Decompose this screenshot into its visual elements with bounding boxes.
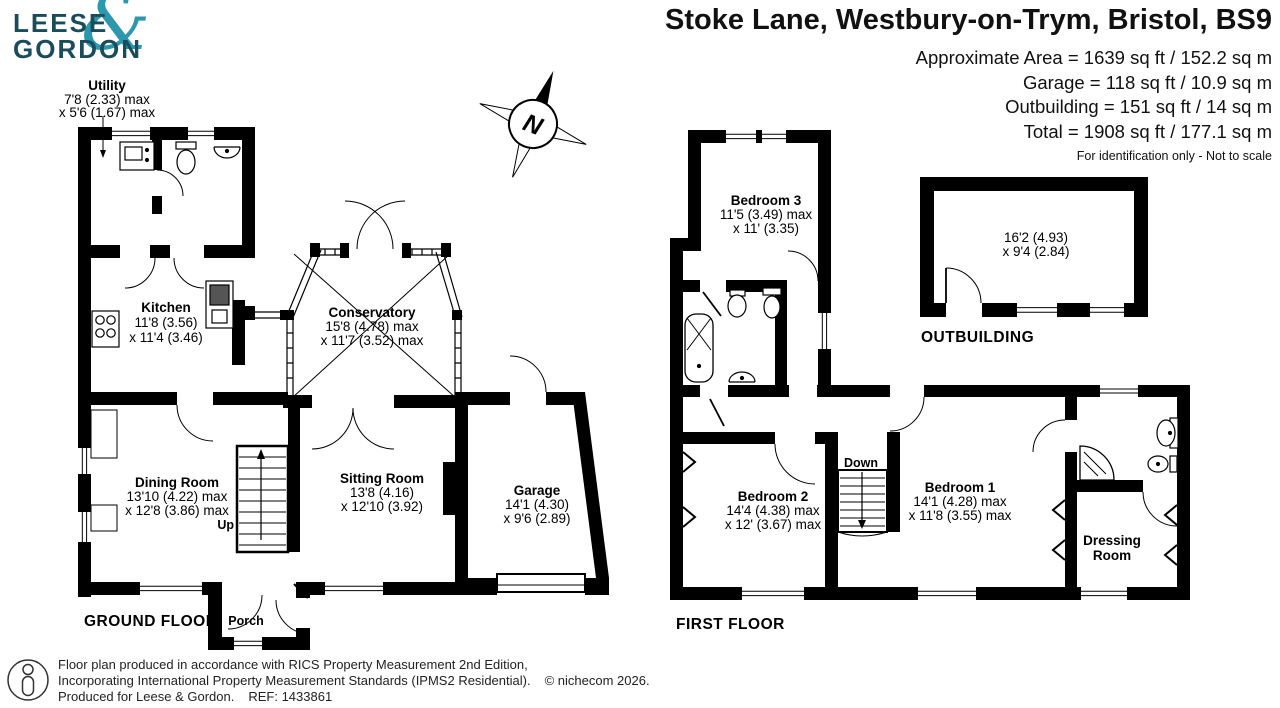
garage-area-line: Garage = 118 sq ft / 10.9 sq m — [1022, 71, 1272, 93]
wc-toilet — [175, 141, 197, 175]
footer: Floor plan produced in accordance with R… — [6, 657, 650, 705]
dining-dim2: x 12'8 (3.86) max — [125, 503, 229, 518]
bedroom2-dim2: x 12' (3.67) max — [725, 517, 822, 532]
first-floor-stairs — [837, 469, 888, 537]
conservatory-frame-posts — [243, 243, 462, 320]
bedroom1-dim1: 14'1 (4.28) max — [913, 494, 1007, 509]
logo-line1: LEESE — [13, 8, 109, 38]
first-floor-label: FIRST FLOOR — [676, 616, 785, 633]
ground-stairs-up-arrow — [257, 449, 265, 459]
bathroom-bidet — [727, 289, 747, 318]
wc-basin — [213, 146, 241, 159]
footer-line3: Produced for Leese & Gordon. REF: 1433861 — [58, 689, 650, 705]
room-labels: Utility 7'8 (2.33) max x 5'6 (1.67) max … — [59, 78, 1141, 633]
ground-floor-label: GROUND FLOOR — [84, 613, 217, 630]
porch-name: Porch — [228, 614, 263, 628]
dressing-name1: Dressing — [1083, 533, 1141, 548]
logo-line2: GORDON — [13, 34, 142, 64]
bathroom-bath — [684, 313, 714, 383]
first-floor-details — [682, 133, 1178, 597]
bedroom2-dim1: 14'4 (4.38) max — [726, 503, 820, 518]
logo-ampersand-glyph: & — [81, 0, 151, 68]
kitchen-dim1: 11'8 (3.56) — [134, 315, 197, 330]
utility-dim2: x 5'6 (1.67) max — [59, 105, 156, 120]
agency-logo: & LEESE GORDON — [13, 0, 183, 80]
bedroom3-name: Bedroom 3 — [731, 193, 802, 208]
utility-name: Utility — [88, 78, 126, 93]
sitting-dim2: x 12'10 (3.92) — [341, 499, 423, 514]
scale-disclaimer: For identification only - Not to scale — [1076, 149, 1272, 163]
stairs-up-label: Up — [217, 518, 234, 532]
total-area-line: Total = 1908 sq ft / 177.1 sq m — [1023, 120, 1272, 142]
dining-dim1: 13'10 (4.22) max — [127, 489, 228, 504]
footer-ref: REF: 1433861 — [248, 689, 333, 704]
garage-dim1: 14'1 (4.30) — [505, 497, 569, 512]
kitchen-dim2: x 11'4 (3.46) — [129, 330, 203, 345]
garage-dim2: x 9'6 (2.89) — [503, 511, 570, 526]
kitchen-name: Kitchen — [141, 300, 191, 315]
utility-dim1: 7'8 (2.33) max — [64, 92, 150, 107]
footer-copyright: © nichecom 2026. — [544, 673, 650, 688]
ground-stairs — [235, 444, 290, 554]
bedroom2-name: Bedroom 2 — [738, 489, 809, 504]
outbuilding-plan — [920, 177, 1148, 317]
outbuilding-dim1: 16'2 (4.93) — [1004, 230, 1068, 245]
first-floor-plan — [670, 130, 1190, 600]
bathroom-sink — [728, 371, 756, 383]
footer-line1: Floor plan produced in accordance with R… — [58, 657, 528, 672]
compass-rose: N — [479, 70, 587, 178]
first-stairs-down-arrow — [858, 520, 866, 529]
kitchen-hob — [91, 310, 120, 348]
utility-leader-arrow — [100, 150, 106, 158]
dining-name: Dining Room — [135, 475, 219, 490]
approximate-area-line: Approximate Area = 1639 sq ft / 152.2 sq… — [915, 47, 1272, 68]
footer-line2-text: Incorporating International Property Mea… — [58, 673, 531, 688]
ground-floor-details — [81, 116, 586, 647]
page-title: Stoke Lane, Westbury-on-Trym, Bristol, B… — [665, 4, 1272, 36]
sitting-dim1: 13'8 (4.16) — [350, 485, 414, 500]
footer-text: Floor plan produced in accordance with R… — [58, 657, 650, 705]
bedroom1-dim2: x 11'8 (3.55) max — [909, 508, 1012, 523]
outbuilding-details — [945, 267, 1124, 313]
stairs-down-label: Down — [844, 456, 878, 470]
outbuilding-dim2: x 9'4 (2.84) — [1002, 244, 1069, 259]
kitchen-sink-unit — [205, 280, 234, 329]
ensuite-shower — [1079, 445, 1115, 481]
bedroom3-dim2: x 11' (3.35) — [733, 221, 799, 236]
dressing-name2: Room — [1093, 548, 1131, 563]
sitting-name: Sitting Room — [340, 471, 424, 486]
ensuite-toilet — [1147, 455, 1178, 473]
ground-floor-plan — [78, 127, 609, 650]
bedroom1-name: Bedroom 1 — [925, 480, 996, 495]
garage-name: Garage — [514, 483, 561, 498]
conservatory-dim1: 15'8 (4.78) max — [325, 319, 419, 334]
ensuite-sink — [1156, 417, 1179, 449]
outbuilding-label: OUTBUILDING — [921, 329, 1034, 346]
footer-line3-text: Produced for Leese & Gordon. — [58, 689, 235, 704]
footer-line2: Incorporating International Property Mea… — [58, 673, 650, 689]
bedroom3-dim1: 11'5 (3.49) max — [720, 207, 813, 222]
utility-sink — [119, 141, 155, 171]
bathroom-toilet — [762, 287, 782, 319]
person-icon — [7, 659, 49, 701]
header: Stoke Lane, Westbury-on-Trym, Bristol, B… — [665, 4, 1272, 163]
outbuilding-area-line: Outbuilding = 151 sq ft / 14 sq m — [1005, 96, 1272, 117]
conservatory-dim2: x 11'7 (3.52) max — [321, 333, 424, 348]
conservatory-name: Conservatory — [328, 305, 416, 320]
